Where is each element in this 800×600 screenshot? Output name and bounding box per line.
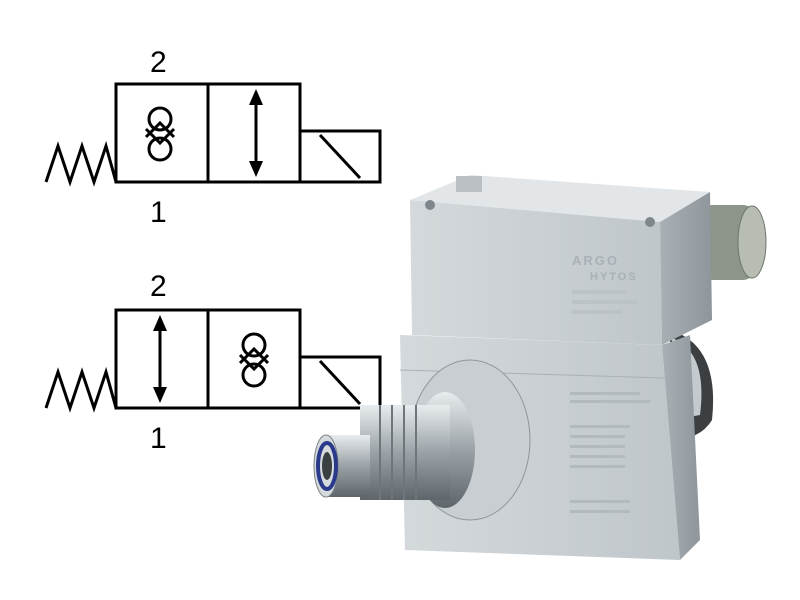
check-valve-icon — [144, 106, 176, 162]
spring-icon — [44, 366, 118, 413]
brand-logo: HYTOS — [590, 271, 638, 283]
spring-icon — [44, 140, 118, 187]
port-label-2: 2 — [150, 270, 167, 303]
port-label-2: 2 — [150, 46, 167, 79]
port-label-1: 1 — [150, 422, 167, 455]
bidirectional-arrow-icon — [151, 313, 169, 405]
port-label-1: 1 — [150, 196, 167, 229]
electrical-connector — [700, 205, 767, 280]
o-ring-seal — [316, 441, 338, 491]
bidirectional-arrow-icon — [247, 87, 265, 179]
solenoid-icon — [298, 129, 382, 184]
hydraulic-symbol-1: 2 1 — [44, 46, 382, 229]
valve-cartridge — [313, 359, 531, 521]
hydraulic-symbol-2: 2 1 — [44, 270, 382, 455]
check-valve-icon — [238, 332, 270, 388]
solenoid-valve-photo: ARGO HYTOS — [313, 175, 767, 560]
brand-logo: ARGO — [572, 253, 619, 268]
solenoid-icon — [298, 355, 382, 410]
